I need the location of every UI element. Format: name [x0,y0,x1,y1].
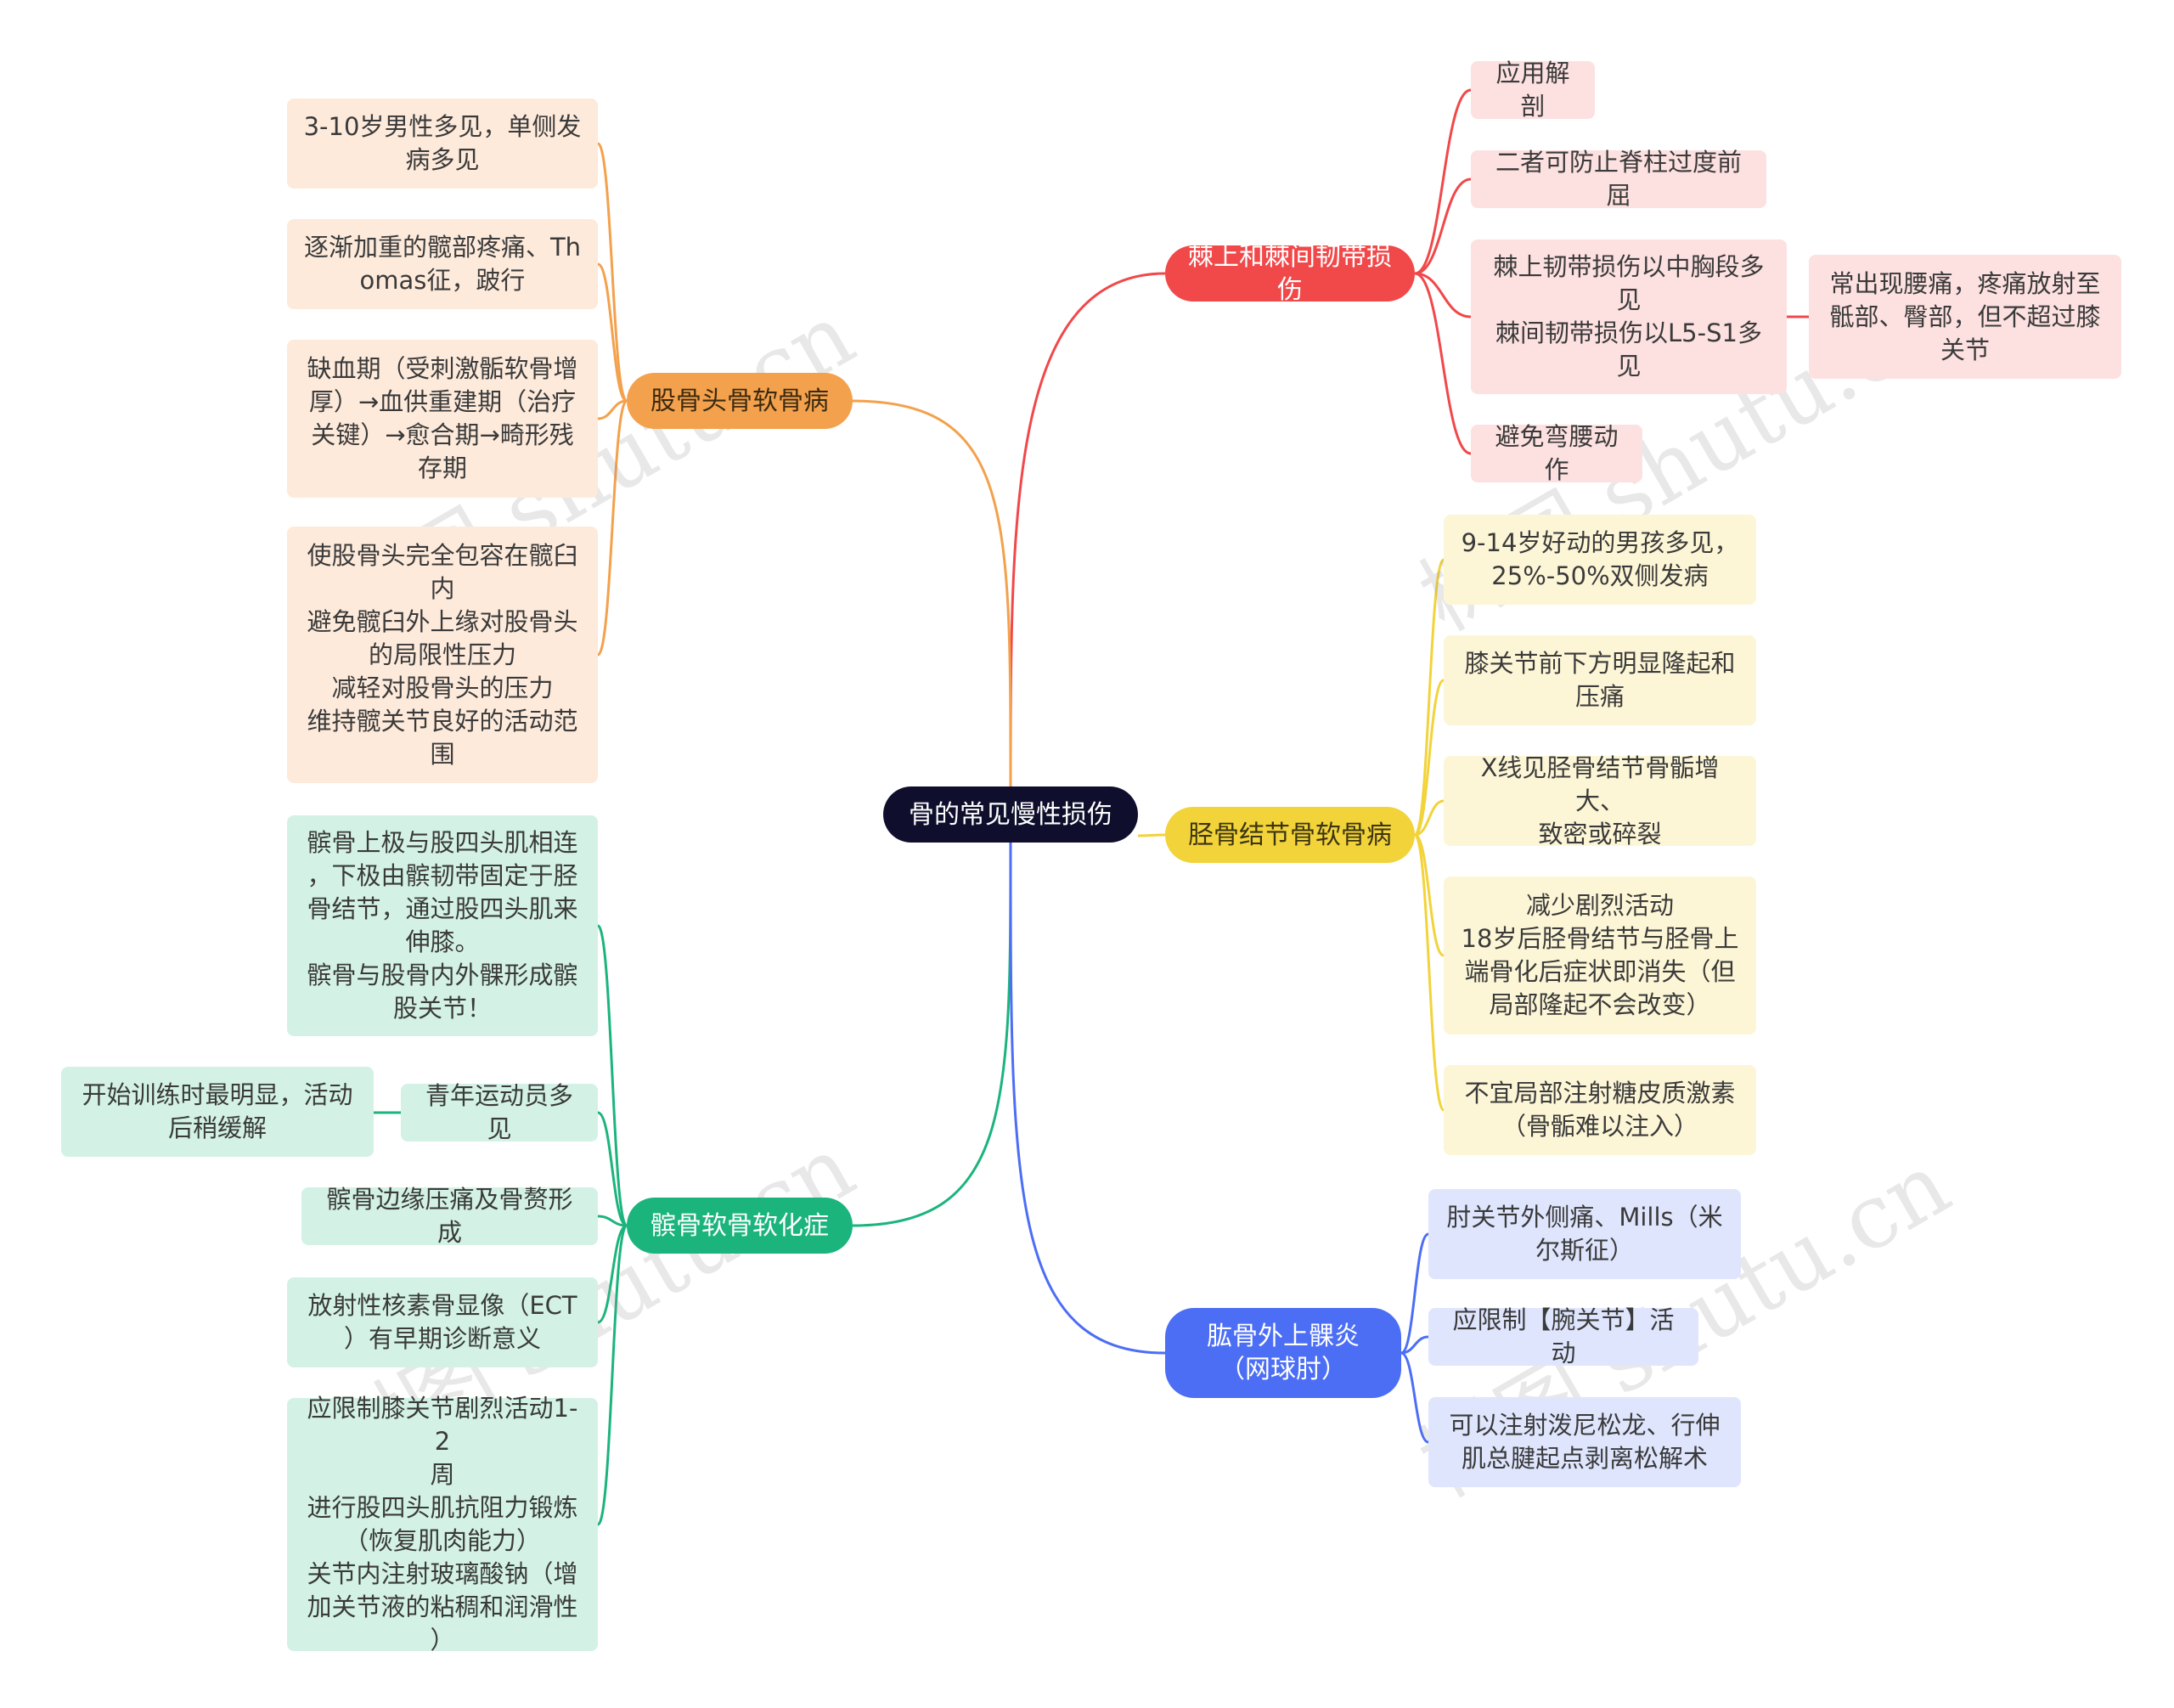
edge-yellow-leaf-0 [1413,558,1445,837]
leaf-ect[interactable]: 放射性核素骨显像（ECT ）有早期诊断意义 [287,1277,598,1367]
edge-green-leaf-4 [596,1224,628,1526]
leaf-young-athletes[interactable]: 青年运动员多见 [401,1081,598,1143]
leaf-injury-sites[interactable]: 棘上韧带损伤以中胸段多 见 棘间韧带损伤以L5-S1多 见 [1471,240,1787,394]
edge-orange-leaf-3 [596,399,628,657]
leaf-patella-anatomy[interactable]: 髌骨上极与股四头肌相连 ，下极由髌韧带固定于胫 骨结节，通过股四头肌来 伸膝。 … [287,815,598,1036]
edge-green-leaf-3 [597,1224,628,1324]
leaf-xray[interactable]: X线见胫骨结节骨骺增大、 致密或碎裂 [1444,753,1756,848]
leaf-stages[interactable]: 缺血期（受刺激骺软骨增 厚）→血供重建期（治疗 关键）→愈合期→畸形残 存期 [287,340,598,498]
edge-green-leaf-0 [596,924,628,1227]
branch-femoral-head-osteochondrosis[interactable]: 股骨头骨软骨病 [627,373,853,429]
leaf-knee-swelling[interactable]: 膝关节前下方明显隆起和 压痛 [1444,635,1756,725]
branch-tibial-tubercle-osteochondrosis[interactable]: 胫骨结节骨软骨病 [1165,807,1415,863]
leaf-applied-anatomy[interactable]: 应用解剖 [1471,59,1595,121]
branch-lateral-epicondylitis[interactable]: 肱骨外上髁炎 （网球肘） [1165,1308,1401,1398]
edge-red-leaf-3 [1414,272,1472,455]
edge-green-leaf-1 [597,1111,628,1227]
leaf-limit-wrist[interactable]: 应限制【腕关节】活动 [1428,1305,1698,1367]
leaf-age-sex[interactable]: 3-10岁男性多见，单侧发 病多见 [287,99,598,189]
branch-spinous-ligament-injury[interactable]: 棘上和棘间韧带损伤 [1165,242,1415,305]
leaf-treatment[interactable]: 使股骨头完全包容在髋臼 内 避免髋臼外上缘对股骨头 的局限性压力 减轻对股骨头的… [287,527,598,783]
edge-orange-leaf-1 [597,262,628,403]
edge-root-yellow [1137,833,1166,837]
branch-chondromalacia-patellae[interactable]: 髌骨软骨软化症 [627,1198,853,1254]
leaf-age-boys[interactable]: 9-14岁好动的男孩多见， 25%-50%双侧发病 [1444,515,1756,605]
edge-red-leaf-2 [1414,272,1472,318]
leaf-tenderness-osteophyte[interactable]: 髌骨边缘压痛及骨赘形成 [301,1185,598,1247]
edge-yellow-leaf-1 [1414,679,1445,837]
leaf-low-back-pain[interactable]: 常出现腰痛，疼痛放射至 骶部、臀部，但不超过膝 关节 [1809,255,2121,379]
leaf-elbow-pain[interactable]: 肘关节外侧痛、Mills（米 尔斯征） [1428,1189,1741,1279]
edge-blue-leaf-1 [1400,1335,1429,1355]
edge-red-leaf-1 [1414,178,1472,275]
leaf-avoid-bending[interactable]: 避免弯腰动作 [1471,422,1642,484]
edge-red-leaf-0 [1414,88,1472,275]
root-node[interactable]: 骨的常见慢性损伤 [883,786,1138,843]
edge-root-orange [852,399,1012,787]
leaf-training-pain[interactable]: 开始训练时最明显，活动 后稍缓解 [61,1067,374,1157]
leaf-reduce-activity[interactable]: 减少剧烈活动 18岁后胫骨结节与胫骨上 端骨化后症状即消失（但 局部隆起不会改变… [1444,877,1756,1034]
leaf-green-treatment[interactable]: 应限制膝关节剧烈活动1-2 周 进行股四头肌抗阻力锻炼 （恢复肌肉能力） 关节内… [287,1394,598,1654]
edge-yellow-leaf-2 [1414,799,1445,837]
leaf-hip-pain[interactable]: 逐渐加重的髋部疼痛、Th omas征，跛行 [287,219,598,309]
edge-blue-leaf-0 [1400,1232,1429,1355]
edge-blue-leaf-2 [1400,1351,1429,1444]
leaf-no-steroid[interactable]: 不宜局部注射糖皮质激素 （骨骺难以注入） [1444,1065,1756,1155]
edge-root-red [1009,272,1166,787]
edge-yellow-leaf-4 [1413,833,1445,1112]
edge-green-leaf-2 [597,1215,628,1227]
edge-yellow-leaf-3 [1414,833,1445,957]
edge-root-blue [1009,842,1166,1355]
leaf-prevent-flexion[interactable]: 二者可防止脊柱过度前屈 [1471,148,1766,210]
edge-orange-leaf-0 [596,142,628,403]
edge-orange-leaf-2 [597,399,628,420]
leaf-injection-surgery[interactable]: 可以注射泼尼松龙、行伸 肌总腱起点剥离松解术 [1428,1397,1741,1487]
edge-root-green [852,842,1012,1227]
